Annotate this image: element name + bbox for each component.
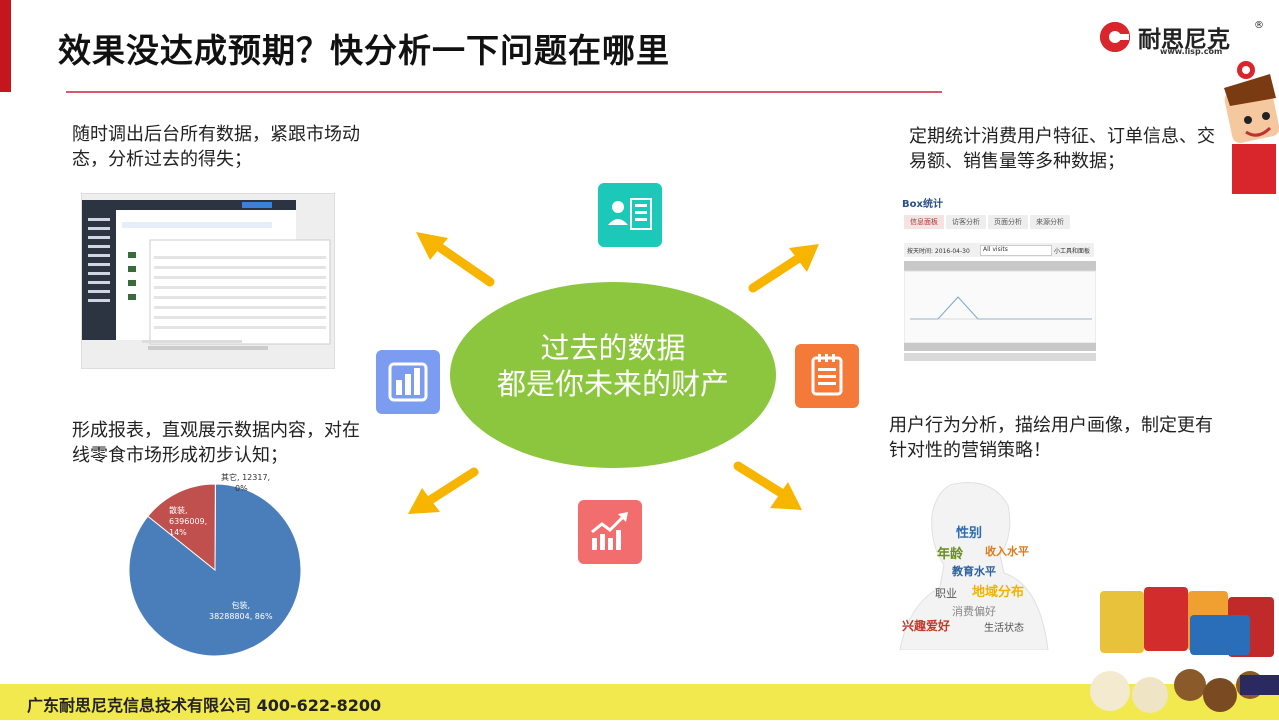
word-income: 收入水平 [985, 543, 1029, 559]
pie-label-bulk-name: 散装, [169, 505, 207, 516]
stats-line-chart [904, 261, 1096, 361]
stats-tab[interactable]: 来源分析 [1030, 215, 1070, 229]
arrow-up-left-icon [410, 228, 500, 290]
word-gender: 性别 [956, 522, 982, 541]
stats-widget-select[interactable]: 小工具和面板 [1054, 246, 1090, 255]
caption-report: 形成报表，直观展示数据内容，对在线零食市场形成初步认知； [72, 418, 372, 468]
caption-user-behavior: 用户行为分析，描绘用户画像，制定更有针对性的营销策略！ [889, 413, 1219, 463]
stats-panel-screenshot: Box统计 信息面板 访客分析 页面分析 来源分析 按天时间: 2016-04-… [900, 193, 1097, 363]
center-line-1: 过去的数据 [450, 330, 776, 366]
admin-dashboard-screenshot [81, 193, 335, 369]
trend-chart-icon [578, 500, 642, 564]
stats-filter-bar: 按天时间: 2016-04-30 All visits 小工具和面板 [904, 243, 1094, 257]
word-consumption: 消费偏好 [952, 603, 996, 619]
arrow-down-left-icon [402, 466, 482, 520]
center-message: 过去的数据 都是你未来的财产 [450, 330, 776, 402]
page-title: 效果没达成预期？快分析一下问题在哪里 [58, 24, 670, 72]
pie-label-other-pct: 0% [221, 483, 270, 494]
bar-chart-icon [376, 350, 440, 414]
word-interests: 兴趣爱好 [902, 617, 950, 634]
arrow-up-right-icon [745, 240, 825, 294]
stats-tab[interactable]: 页面分析 [988, 215, 1028, 229]
word-region: 地域分布 [972, 581, 1024, 600]
footer-company: 广东耐思尼克信息技术有限公司 400-622-8200 [27, 692, 381, 716]
pie-label-packaged: 包装, 38288804, 86% [209, 600, 273, 622]
pie-chart-figure: 散装, 6396009, 14% 其它, 12317, 0% 包装, 38288… [115, 470, 319, 662]
brand-logo-icon [1100, 22, 1130, 52]
pie-label-other-name: 其它, 12317, [221, 472, 270, 483]
pie-label-other: 其它, 12317, 0% [221, 472, 270, 494]
pie-label-bulk: 散装, 6396009, 14% [169, 505, 207, 538]
notepad-icon [795, 344, 859, 408]
stats-visits-select[interactable]: All visits [980, 245, 1052, 256]
word-education: 教育水平 [952, 563, 996, 579]
caption-backend-data: 随时调出后台所有数据，紧跟市场动态，分析过去的得失； [72, 122, 382, 172]
word-occupation: 职业 [935, 585, 957, 601]
word-lifestyle: 生活状态 [984, 619, 1024, 634]
pie-label-packaged-name: 包装, [209, 600, 273, 611]
left-accent-bar [0, 0, 11, 92]
word-age: 年龄 [937, 543, 963, 562]
title-underline [66, 91, 942, 93]
brand-url: www.iisp.com [1160, 47, 1222, 56]
pie-label-bulk-value: 6396009, [169, 516, 207, 527]
caption-consumer-stats: 定期统计消费用户特征、订单信息、交易额、销售量等多种数据； [909, 124, 1229, 174]
user-portrait-figure: 性别 年龄 收入水平 教育水平 职业 地域分布 消费偏好 兴趣爱好 生活状态 [890, 475, 1050, 650]
stats-tab[interactable]: 信息面板 [904, 215, 944, 229]
pie-label-bulk-pct: 14% [169, 527, 207, 538]
stats-tabs: 信息面板 访客分析 页面分析 来源分析 [904, 215, 1070, 229]
pie-label-packaged-value: 38288804, 86% [209, 611, 273, 622]
snacks-illustration [1080, 585, 1279, 720]
stats-date: 按天时间: 2016-04-30 [907, 246, 970, 255]
stats-brand: Box统计 [902, 195, 943, 210]
center-line-2: 都是你未来的财产 [450, 366, 776, 402]
stats-tab[interactable]: 访客分析 [946, 215, 986, 229]
contact-list-icon [598, 183, 662, 247]
arrow-down-right-icon [730, 458, 808, 518]
registered-mark: ® [1254, 20, 1264, 31]
